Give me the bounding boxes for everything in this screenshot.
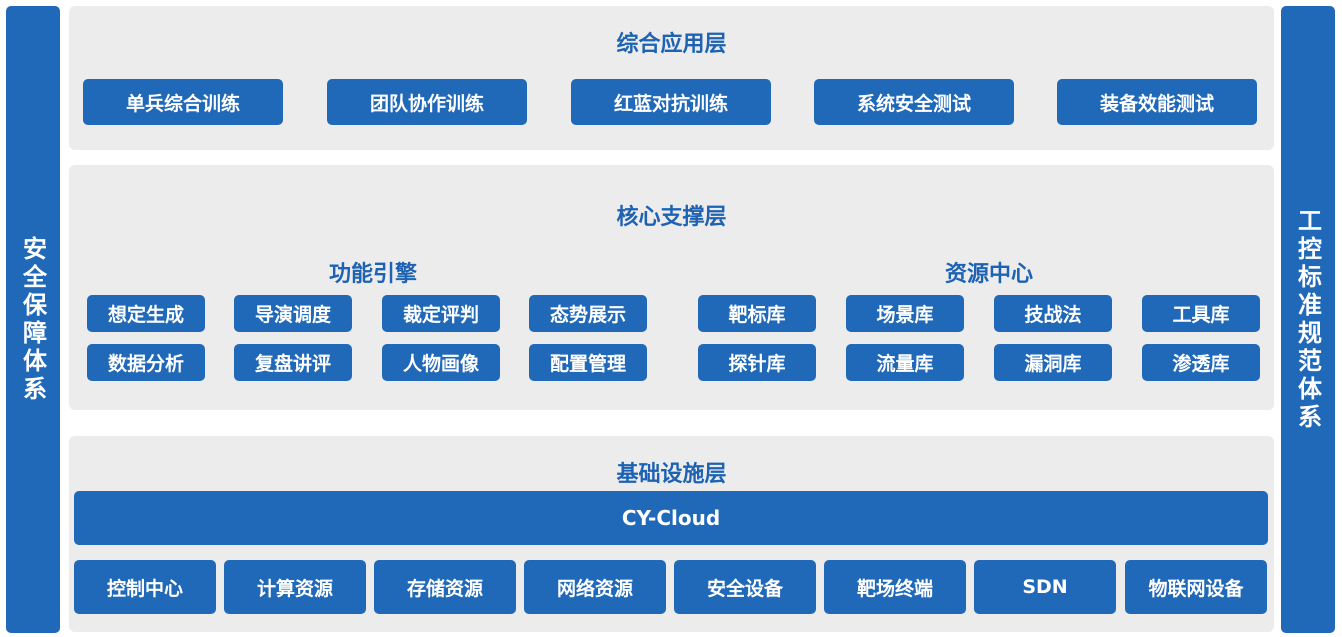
app-item-5[interactable]: 装备效能测试 [1057,79,1257,125]
function-engine-title: 功能引擎 [328,262,417,287]
infra-item-5[interactable]: 安全设备 [674,560,816,614]
engine-item-8[interactable]: 配置管理 [529,344,647,381]
standards-system-bar: 工控标准规范体系 [1281,6,1335,633]
engine-item-7[interactable]: 人物画像 [382,344,500,381]
engine-item-4[interactable]: 态势展示 [529,295,647,332]
engine-item-5[interactable]: 数据分析 [87,344,205,381]
infrastructure-layer-panel: 基础设施层 CY-Cloud 控制中心 计算资源 存储资源 网络资源 安全设备 … [69,436,1274,632]
resource-item-1[interactable]: 靶标库 [698,295,816,332]
application-layer-panel: 综合应用层 单兵综合训练 团队协作训练 红蓝对抗训练 系统安全测试 装备效能测试 [69,6,1274,150]
infrastructure-layer-title: 基础设施层 [616,462,727,487]
security-assurance-bar: 安全保障体系 [6,6,60,633]
resource-item-5[interactable]: 探针库 [698,344,816,381]
core-layer-title: 核心支撑层 [616,205,727,230]
resource-item-8[interactable]: 渗透库 [1142,344,1260,381]
app-item-1[interactable]: 单兵综合训练 [83,79,283,125]
app-item-3[interactable]: 红蓝对抗训练 [571,79,771,125]
standards-system-label: 工控标准规范体系 [1293,207,1322,432]
engine-item-1[interactable]: 想定生成 [87,295,205,332]
resource-item-4[interactable]: 工具库 [1142,295,1260,332]
infra-item-4[interactable]: 网络资源 [524,560,666,614]
app-item-2[interactable]: 团队协作训练 [327,79,527,125]
resource-item-6[interactable]: 流量库 [846,344,964,381]
engine-item-3[interactable]: 裁定评判 [382,295,500,332]
infra-item-7[interactable]: SDN [974,560,1116,614]
infra-item-3[interactable]: 存储资源 [374,560,516,614]
infra-item-6[interactable]: 靶场终端 [824,560,966,614]
infra-item-8[interactable]: 物联网设备 [1125,560,1267,614]
resource-item-3[interactable]: 技战法 [994,295,1112,332]
engine-item-2[interactable]: 导演调度 [234,295,352,332]
resource-item-2[interactable]: 场景库 [846,295,964,332]
engine-item-6[interactable]: 复盘讲评 [234,344,352,381]
infra-item-2[interactable]: 计算资源 [224,560,366,614]
infra-item-1[interactable]: 控制中心 [74,560,216,614]
application-layer-title: 综合应用层 [616,32,727,57]
app-item-4[interactable]: 系统安全测试 [814,79,1014,125]
core-layer-panel: 核心支撑层 功能引擎 资源中心 想定生成 导演调度 裁定评判 态势展示 数据分析… [69,165,1274,410]
resource-item-7[interactable]: 漏洞库 [994,344,1112,381]
security-assurance-label: 安全保障体系 [18,235,47,404]
resource-center-title: 资源中心 [944,262,1033,287]
cy-cloud-bar[interactable]: CY-Cloud [74,491,1268,545]
